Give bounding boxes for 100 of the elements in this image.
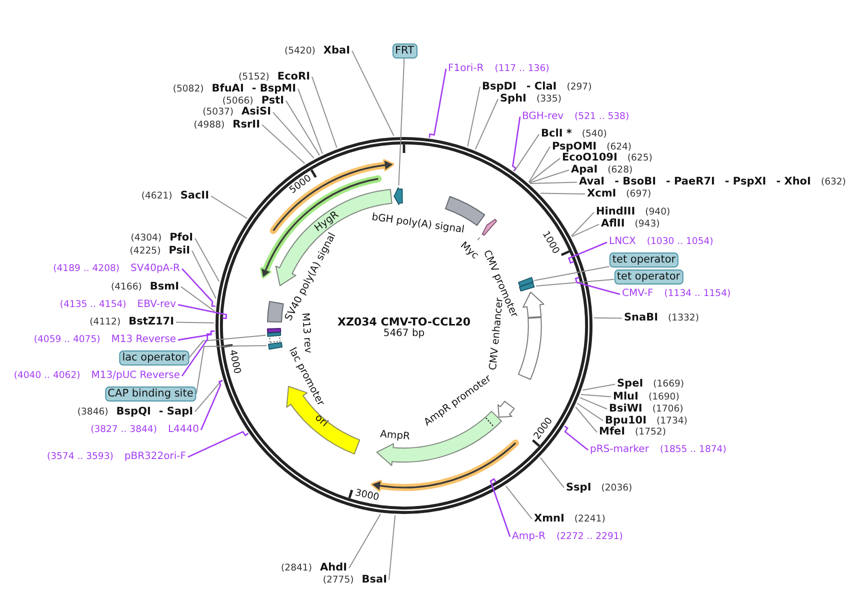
enzyme-name: XbaI (323, 44, 350, 57)
enzyme-name: MluI (613, 390, 638, 403)
leader-line (298, 88, 323, 154)
enzyme-name: ApaI (571, 164, 598, 176)
primer-name: pBR322ori-F (124, 451, 186, 463)
primer-leader-line (178, 330, 215, 341)
site-position: (940) (645, 207, 670, 218)
enzyme-name: - BsoBI (614, 176, 656, 188)
site-position: (4166) (110, 281, 142, 293)
tick-label: 4000 (226, 348, 242, 375)
leader-line (593, 317, 622, 319)
primer-range: (4059 .. 4075) (34, 334, 100, 346)
site-position: (297) (566, 81, 592, 93)
enzyme-name: EcoRI (277, 70, 310, 83)
leader-line (188, 334, 266, 358)
enzyme-name: - XhoI (776, 176, 811, 189)
leader-line (194, 380, 222, 412)
enzyme-name: RsrII (232, 118, 260, 131)
plasmid-name: XZ034 CMV-TO-CCL20 (338, 314, 470, 328)
leader-line (528, 158, 560, 183)
primer-name: M13 Reverse (111, 334, 176, 346)
leader-line (528, 146, 550, 183)
primer-name: L4440 (168, 424, 199, 436)
primer-leader-line (200, 380, 223, 430)
site-position: (5037) (202, 107, 234, 118)
leader-line (505, 485, 532, 520)
site-position: (2775) (322, 574, 354, 586)
primer-leader-line (181, 268, 216, 308)
site-position: (1332) (668, 313, 699, 324)
primer-name: pRS-marker (590, 444, 649, 456)
enzyme-name: SnaBI (624, 312, 658, 325)
leader-line (194, 238, 220, 282)
enzyme-name: SpeI (617, 378, 644, 391)
site-position: (1752) (635, 427, 666, 438)
leader-line (286, 100, 320, 156)
enzyme-name: PfoI (170, 232, 193, 245)
site-position: (1690) (648, 391, 680, 403)
leader-line (180, 286, 216, 312)
feature-tag: FRT (392, 43, 417, 58)
feature-label: ori (312, 412, 330, 430)
site-position: (5082) (172, 83, 204, 95)
primer-range: (1134 .. 1154) (664, 288, 731, 300)
site-position: (628) (608, 164, 633, 176)
leader-line (582, 384, 616, 391)
leader-line (176, 322, 215, 324)
enzyme-name: XmnI (534, 512, 564, 526)
primer-name: SV40pA-R (130, 262, 180, 275)
site-position: (2036) (601, 482, 632, 494)
primer-leader-line (568, 242, 608, 264)
site-position: (3846) (77, 406, 108, 418)
site-position: (2241) (574, 514, 606, 525)
enzyme-name: - SapI (158, 405, 193, 418)
primer-leader-line (428, 68, 447, 138)
enzyme-name: AhdI (320, 562, 347, 575)
enzyme-name: BfuAI (212, 82, 244, 95)
enzyme-name: BsiWI (609, 402, 642, 416)
primer-leader-line (564, 426, 588, 451)
primer-range: (521 .. 538) (574, 110, 630, 122)
enzyme-name: EcoO109I (562, 152, 618, 164)
feature-label: bGH poly(A) signal (370, 212, 466, 236)
site-position: (1669) (653, 379, 684, 390)
feature-tag: tet operator (609, 252, 679, 268)
leader-line (467, 86, 480, 147)
site-position: (4112) (90, 317, 121, 328)
enzyme-name: BstZ17I (128, 316, 174, 329)
primer-name: LNCX (609, 236, 636, 248)
primer-name: BGH-rev (522, 110, 564, 123)
enzyme-name: HindIII (596, 206, 636, 218)
enzyme-name: - PaeR7I (666, 176, 715, 189)
leader-line (571, 212, 594, 236)
primer-range: (4135 .. 4154) (60, 298, 126, 310)
primer-range: (3827 .. 3844) (90, 424, 157, 436)
primer-name: EBV-rev (137, 298, 176, 311)
leader-line (575, 406, 598, 433)
site-position: (943) (634, 219, 660, 230)
site-position: (2841) (281, 563, 312, 574)
leader-line (576, 402, 604, 422)
site-position: (1734) (656, 415, 688, 427)
primer-range: (4189 .. 4208) (53, 262, 120, 274)
primer-range: (1030 .. 1054) (646, 236, 714, 248)
enzyme-name: BspDI (482, 80, 516, 93)
leader-line (580, 394, 612, 398)
primer-leader-line (490, 478, 511, 537)
enzyme-name: AvaI (579, 176, 605, 188)
enzyme-name: BspQI (116, 405, 151, 418)
site-position: (632) (820, 177, 846, 188)
primer-range: (117 .. 136) (494, 62, 550, 74)
leader-line (534, 266, 610, 281)
site-position: (540) (582, 129, 607, 140)
site-position: (1706) (652, 404, 684, 415)
primer-name: M13/pUC Reverse (91, 370, 180, 382)
leader-line (272, 112, 314, 159)
enzyme-name: PstI (261, 94, 284, 106)
leader-line (348, 514, 382, 569)
feature-label: AmpR (380, 429, 410, 443)
enzyme-name: - PspXI (724, 176, 766, 189)
site-position: (624) (606, 141, 632, 152)
leader-line (196, 345, 268, 394)
primer-name: CMV-F (622, 288, 654, 300)
leader-line (474, 98, 498, 150)
